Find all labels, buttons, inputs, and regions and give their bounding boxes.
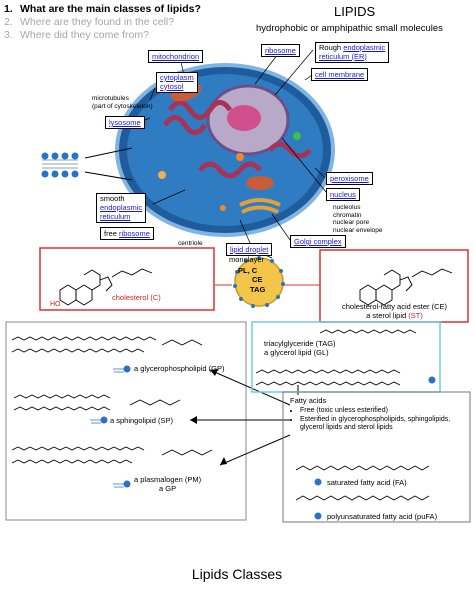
nucleolus-shape xyxy=(227,105,261,131)
pufa-label: polyunsaturated fatty acid (puFA) xyxy=(327,512,438,521)
bilayer-diagram xyxy=(41,152,79,178)
droplet-core-label: PL, C xyxy=(238,266,258,275)
tag-label: triacylglyceride (TAG)a glycerol lipid (… xyxy=(264,339,336,357)
question-3: 3.Where did they come from? xyxy=(4,29,149,41)
label-nucleus[interactable]: nucleus xyxy=(326,188,360,201)
label-lipid-droplet[interactable]: lipid droplet xyxy=(226,243,273,256)
fatty-acids-bullet: Free (toxic unless esterified) xyxy=(300,407,466,416)
cholesterol-label: cholesterol (C) xyxy=(112,293,161,302)
label-golgi[interactable]: Golgi complex xyxy=(290,235,346,248)
cholesterol-ho: HO xyxy=(50,301,61,308)
fa-label: saturated fatty acid (FA) xyxy=(327,478,407,487)
droplet-monolayer-label: monolayer xyxy=(229,255,265,264)
label-mitochondrion[interactable]: mitochondrion xyxy=(148,50,204,63)
label-microtubules: microtubules(part of cytoskeleton) xyxy=(92,95,153,110)
label-free-ribosome[interactable]: free ribosome xyxy=(100,227,154,240)
label-ribosome[interactable]: ribosome xyxy=(261,44,300,57)
label-smooth-er[interactable]: smooth endoplasmic reticulum xyxy=(96,193,147,224)
fatty-acids-bullet: Esterified in glycerophospholipids, sphi… xyxy=(300,416,466,433)
pm-label: a plasmalogen (PM)a GP xyxy=(134,475,202,493)
nucleus-parts: nucleolus chromatin nuclear pore nuclear… xyxy=(333,204,383,234)
fatty-acids-heading: Fatty acids xyxy=(290,396,327,405)
gp-label: a glycerophospholipid (GP) xyxy=(134,364,225,373)
label-lysosome[interactable]: lysosome xyxy=(105,116,145,129)
fatty-acids-info: Fatty acids Free (toxic unless esterifie… xyxy=(290,396,466,433)
ce-label: cholesterol-fatty acid ester (CE) a ster… xyxy=(342,302,448,320)
question-1: 1.What are the main classes of lipids? xyxy=(4,3,201,15)
label-cell-membrane[interactable]: cell membrane xyxy=(311,68,369,81)
droplet-ce-label: CE xyxy=(252,275,263,284)
label-peroxisome[interactable]: peroxisome xyxy=(326,172,373,185)
question-2: 2.Where are they found in the cell? xyxy=(4,16,175,28)
footer-title: Lipids Classes xyxy=(191,566,283,582)
sp-label: a sphingolipid (SP) xyxy=(110,416,173,425)
label-centriole: centriole xyxy=(178,240,203,247)
label-rough-er[interactable]: Rough endoplasmic reticulum (ER) xyxy=(315,42,390,63)
page-title: LIPIDS xyxy=(334,4,376,19)
droplet-tag-label: TAG xyxy=(250,285,266,294)
question-list: 1.What are the main classes of lipids? 2… xyxy=(4,3,201,42)
page-subtitle: hydrophobic or amphipathic small molecul… xyxy=(256,23,443,34)
